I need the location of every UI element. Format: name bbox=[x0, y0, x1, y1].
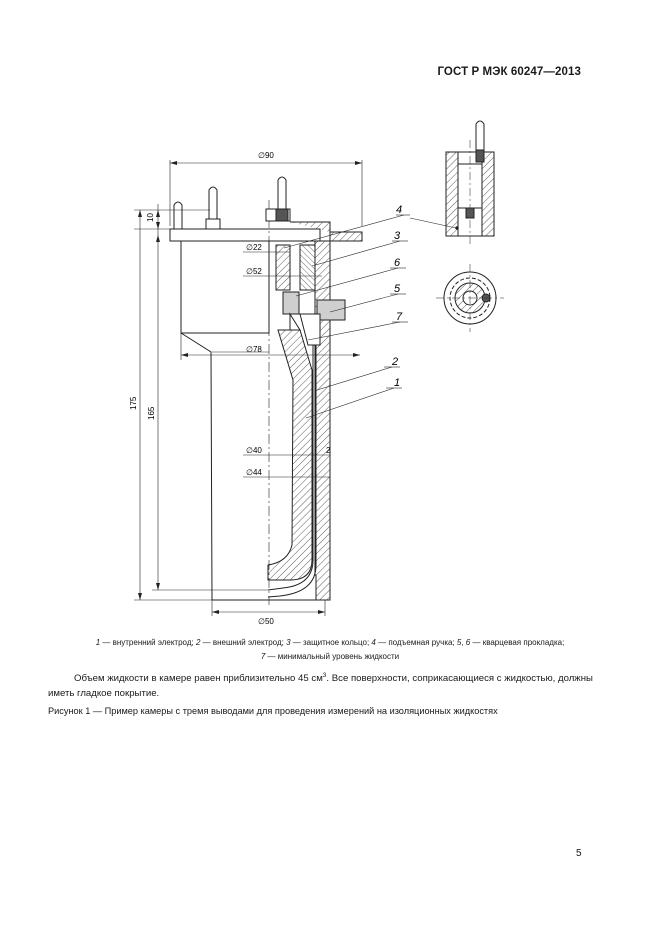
page-number: 5 bbox=[576, 848, 582, 859]
inner-electrode bbox=[267, 221, 363, 601]
dim-h10: 10 bbox=[146, 213, 155, 222]
quartz-spacers bbox=[282, 291, 346, 346]
callout-2: 2 bbox=[391, 356, 398, 368]
dim-h165: 165 bbox=[147, 406, 156, 420]
dimension-lines bbox=[134, 160, 363, 616]
plan-detail-view bbox=[436, 264, 504, 332]
dim-d22: ∅22 bbox=[246, 243, 262, 252]
dim-d52: ∅52 bbox=[246, 267, 262, 276]
dim-d40: ∅40 bbox=[246, 446, 262, 455]
document-header: ГОСТ Р МЭК 60247—2013 bbox=[437, 66, 581, 78]
callout-3: 3 bbox=[394, 230, 401, 242]
dim-d44: ∅44 bbox=[246, 468, 262, 477]
figure-caption: Рисунок 1 — Пример камеры с тремя вывода… bbox=[48, 706, 498, 716]
dim-d50: ∅50 bbox=[258, 617, 274, 626]
chamber-outline bbox=[169, 200, 325, 605]
volume-paragraph: Объем жидкости в камере равен приблизите… bbox=[48, 672, 593, 700]
dim-gap2: 2 bbox=[326, 446, 331, 455]
callout-leaders bbox=[283, 214, 410, 419]
callout-4: 4 bbox=[396, 204, 402, 216]
terminals bbox=[173, 176, 291, 230]
dim-h175: 175 bbox=[129, 396, 138, 410]
callout-1: 1 bbox=[394, 377, 400, 389]
callout-5: 5 bbox=[394, 283, 401, 295]
chamber-drawing: ∅90 10 175 165 ∅22 ∅52 ∅78 ∅40 2 ∅44 ∅50… bbox=[129, 120, 504, 626]
callout-6: 6 bbox=[394, 257, 401, 269]
dim-d90: ∅90 bbox=[258, 151, 274, 160]
dim-d78: ∅78 bbox=[246, 345, 262, 354]
figure-legend: 1 — внутренний электрод; 2 — внешний эле… bbox=[95, 638, 565, 661]
dimension-arrows bbox=[138, 161, 362, 614]
handle-detail-view bbox=[409, 120, 495, 245]
callout-7: 7 bbox=[396, 311, 403, 323]
